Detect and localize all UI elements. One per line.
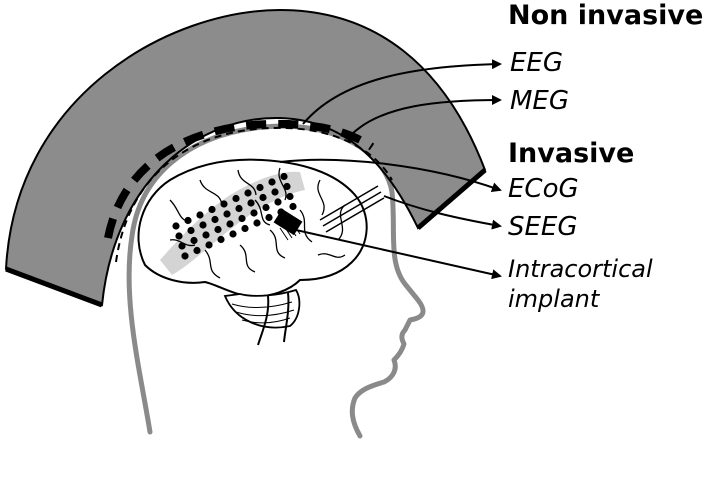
ecog-electrode-dot [226,220,234,228]
ecog-electrode-dot [193,246,201,255]
arrow-to-intracortical [295,229,502,280]
cap-right-edge [416,168,487,230]
ecog-electrode-dot [214,225,222,234]
intracortical-label-line1: Intracortical [508,255,653,283]
ecog-electrode-dot [283,182,291,191]
ecog-electrode-dot [256,183,264,192]
brainstem [257,292,290,346]
meg-label: MEG [510,86,570,116]
ecog-electrode-dot [211,215,219,224]
ecog-electrode-dot [220,200,228,208]
intracortical-implant-chip [273,208,303,236]
arrow-to-eeg [302,59,502,125]
head-profile-outline [126,123,426,439]
invasive-heading: Invasive [508,138,635,169]
ecog-electrode-dot [205,241,213,249]
cap-lower-edge [5,266,103,308]
ecog-electrode-dot [196,211,204,219]
intracortical-label-line2: implant [508,285,600,313]
ecog-electrode-dot [217,235,225,244]
brain-illustration [137,158,368,346]
ecog-electrode-dot [250,209,258,217]
ecog-electrode-grid [172,172,297,260]
arrow-to-ecog [279,158,502,193]
ecog-electrode-dot [187,226,195,235]
brain-outline [137,158,368,298]
ecog-electrode-dot [232,194,240,203]
ecog-electrode-dot [208,205,216,214]
ecog-electrode-dot [253,219,261,227]
scalp-sensor-segments [104,119,375,239]
cerebellum [223,288,301,329]
arrow-to-seeg [383,195,502,230]
implant-needles [279,221,301,241]
arrow-to-meg [349,95,502,137]
ecog-electrode-dot [265,213,273,222]
ecog-label: ECoG [508,174,579,204]
ecog-electrode-dot [202,231,210,239]
ecog-electrode-dot [238,214,246,223]
skull-dashed-line [115,126,393,263]
ecog-electrode-dot [289,202,297,211]
ecog-electrode-dot [235,204,243,213]
eeg-label: EEG [510,48,564,78]
ecog-electrode-dot [280,172,288,181]
ecog-electrode-dot [178,242,186,250]
ecog-electrode-dot [274,198,282,206]
non-invasive-heading: Non invasive [508,0,704,31]
ecog-electrode-dot [244,189,252,197]
ecog-electrode-dot [259,193,267,202]
ecog-electrode-dot [262,203,270,212]
ecog-electrode-dot [175,232,183,240]
ecog-electrode-dot [229,230,237,238]
seeg-depth-electrodes [319,185,385,233]
ecog-electrode-dot [190,236,198,245]
intracortical-implant-label: Intracortical implant [508,254,653,314]
ecog-electrode-dot [184,216,192,225]
ecog-electrode-dot [199,221,207,229]
ecog-electrode-dot [172,222,180,230]
ecog-electrode-dot [181,252,189,260]
ecog-electrode-dot [247,199,255,207]
ecog-electrode-dot [286,192,294,201]
ecog-electrode-dot [268,178,276,186]
seeg-label: SEEG [508,212,578,242]
ecog-electrode-dot [223,210,231,218]
ecog-electrode-dot [241,224,249,233]
ecog-electrode-dot [271,188,279,196]
